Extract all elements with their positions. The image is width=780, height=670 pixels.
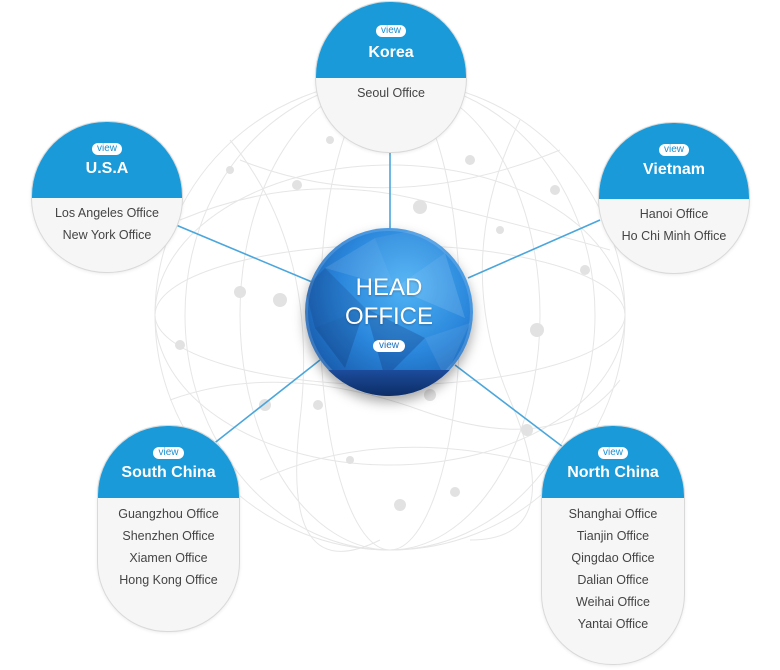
usa-view-button[interactable]: view (91, 143, 122, 155)
region-korea: view Korea Seoul Office (315, 1, 467, 153)
region-header: view Korea (316, 2, 466, 78)
head-office-title: HEAD OFFICE (305, 273, 473, 331)
region-title: Vietnam (643, 161, 705, 178)
region-title: South China (121, 464, 216, 481)
office-item: Seoul Office (357, 86, 425, 100)
connector-usa (175, 224, 313, 283)
office-list: Shanghai Office Tianjin Office Qingdao O… (542, 498, 684, 635)
region-south-china: view South China Guangzhou Office Shenzh… (97, 425, 240, 632)
office-item: Qingdao Office (571, 551, 655, 565)
vietnam-view-button[interactable]: view (658, 144, 689, 156)
office-item: Hanoi Office (639, 207, 709, 221)
region-header: view Vietnam (599, 123, 749, 199)
north-china-view-button[interactable]: view (597, 447, 628, 459)
head-office-view-button[interactable]: view (373, 340, 405, 352)
office-list: Seoul Office (316, 78, 466, 104)
head-office-title-line: OFFICE (345, 303, 433, 330)
south-china-view-button[interactable]: view (153, 447, 184, 459)
office-item: Dalian Office (577, 573, 649, 587)
office-item: Shenzhen Office (122, 529, 215, 543)
head-office-circle[interactable]: HEAD OFFICE view (305, 228, 473, 396)
region-usa: view U.S.A Los Angeles Office New York O… (31, 121, 183, 273)
office-list: Los Angeles Office New York Office (32, 198, 182, 246)
region-header: view U.S.A (32, 122, 182, 198)
office-item: Yantai Office (577, 617, 649, 631)
office-list: Guangzhou Office Shenzhen Office Xiamen … (98, 498, 239, 591)
region-header: view South China (98, 426, 239, 498)
office-list: Hanoi Office Ho Chi Minh Office (599, 199, 749, 247)
region-title: U.S.A (85, 160, 129, 177)
connector-vietnam (467, 219, 601, 279)
office-item: Guangzhou Office (118, 507, 219, 521)
region-header: view North China (542, 426, 684, 498)
region-title: Korea (368, 44, 414, 61)
region-vietnam: view Vietnam Hanoi Office Ho Chi Minh Of… (598, 122, 750, 274)
korea-view-button[interactable]: view (375, 25, 406, 37)
office-item: Shanghai Office (568, 507, 658, 521)
office-item: Tianjin Office (576, 529, 650, 543)
region-north-china: view North China Shanghai Office Tianjin… (541, 425, 685, 665)
office-item: Xiamen Office (129, 551, 208, 565)
office-item: Hong Kong Office (119, 573, 218, 587)
office-item: Ho Chi Minh Office (621, 229, 727, 243)
head-office-title-line: HEAD (355, 274, 423, 301)
office-item: Weihai Office (576, 595, 650, 609)
region-title: North China (567, 464, 659, 481)
office-item: New York Office (62, 228, 152, 242)
head-office-base (305, 370, 473, 396)
office-item: Los Angeles Office (54, 206, 159, 220)
